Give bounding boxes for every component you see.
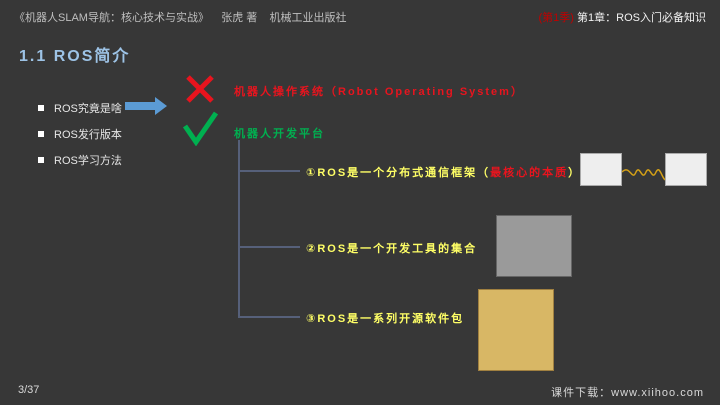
season-label: (第1季) [538,12,574,24]
author: 张虎 著 [221,12,258,24]
page-title: 1.1 ROS简介 [19,48,131,65]
phone-cord-icon [622,169,666,181]
check-icon [182,111,218,146]
point-3: ③ROS是一系列开源软件包 [306,313,465,325]
book-name: 《机器人SLAM导航：核心技术与实战》 [14,12,209,24]
bullet-item: ROS学习方法 [38,152,122,168]
telephone-image [665,153,707,186]
footer-site[interactable]: 课件下载：www.xiihoo.com [551,387,704,399]
book-title: 《机器人SLAM导航：核心技术与实战》 张虎 著 机械工业出版社 [14,9,347,25]
bullet-text: ROS学习方法 [54,155,122,167]
bullet-text: ROS发行版本 [54,129,122,141]
tree-line [238,140,240,318]
bullet-item: ROS发行版本 [38,126,122,142]
page-number: 3/37 [18,384,40,396]
telephone-image [580,153,622,186]
chapter-label: 第1章：ROS入门必备知识 [577,12,706,24]
bullet-text: ROS究竟是啥 [54,103,122,115]
tree-branch [238,246,300,248]
point-1: ①ROS是一个分布式通信框架（最核心的本质） [306,167,582,179]
point-2: ②ROS是一个开发工具的集合 [306,243,478,255]
bullet-item: ROS究竟是啥 [38,100,122,116]
wrong-definition: 机器人操作系统（Robot Operating System） [234,86,524,98]
toolbox-image [496,215,572,277]
cross-icon [186,75,214,103]
right-definition: 机器人开发平台 [234,128,325,140]
tree-branch [238,316,300,318]
tree-branch [238,170,300,172]
publisher: 机械工业出版社 [269,12,347,24]
chapter-header: (第1季) 第1章：ROS入门必备知识 [539,9,706,25]
folders-image [478,289,554,371]
arrow-right-icon [125,97,167,115]
